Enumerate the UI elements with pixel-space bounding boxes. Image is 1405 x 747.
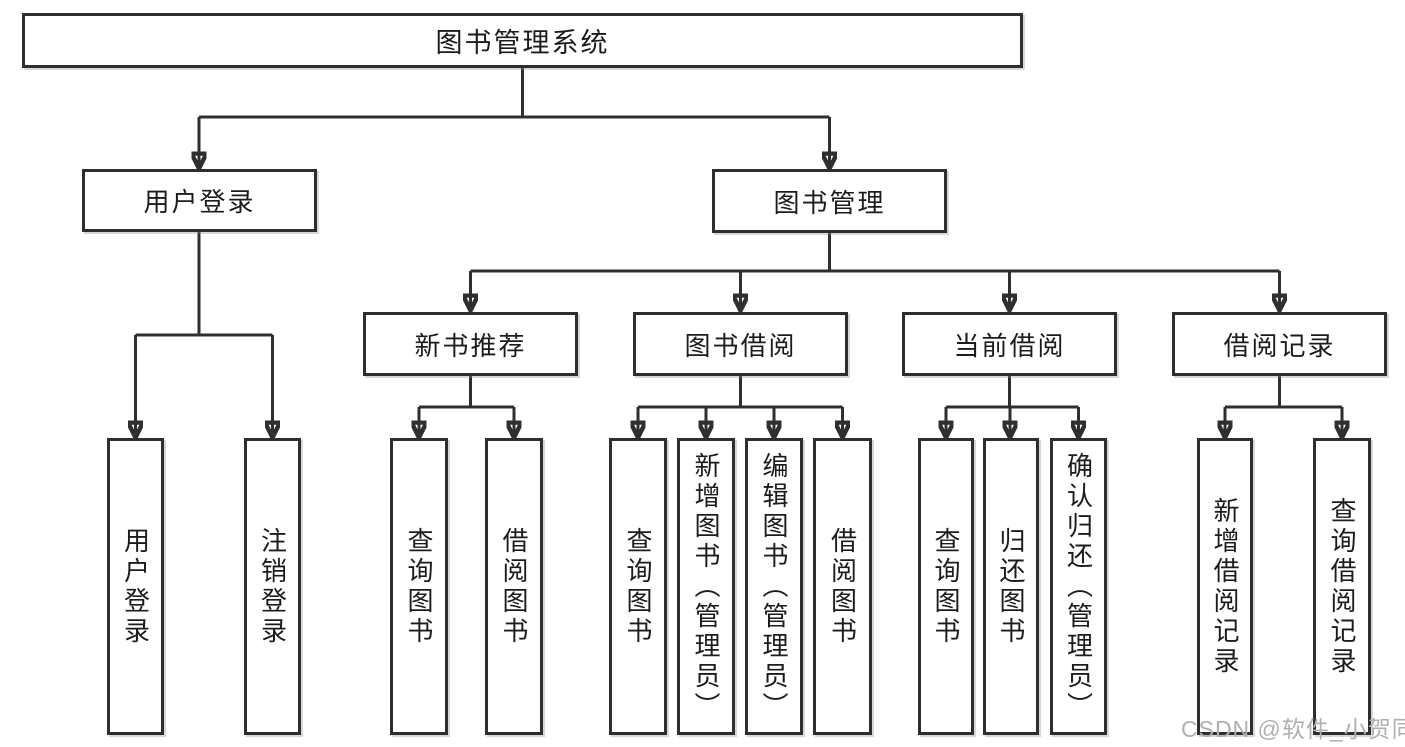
node-new-book-recommend: 新书推荐 — [363, 312, 578, 376]
node-current-borrow: 当前借阅 — [902, 312, 1117, 376]
node-borrow-records: 借阅记录 — [1172, 312, 1387, 376]
connector-skeleton — [135, 68, 1342, 409]
node-user-login: 用户登录 — [82, 169, 317, 232]
csdn-watermark: CSDN @软件_小贺同学 — [1181, 716, 1405, 742]
node-book-management: 图书管理 — [712, 169, 947, 233]
leaf-logout: 注销登录 — [244, 438, 301, 735]
leaf-query-books-recommend: 查询图书 — [390, 438, 448, 735]
leaf-borrow-books-recommend: 借阅图书 — [485, 438, 543, 735]
node-root-system: 图书管理系统 — [22, 13, 1023, 68]
leaf-add-book-admin: 新增图书（管理员） — [677, 438, 735, 735]
node-book-borrow: 图书借阅 — [633, 312, 848, 376]
leaf-add-borrow-record: 新增借阅记录 — [1197, 438, 1253, 735]
leaf-borrow-books: 借阅图书 — [813, 438, 872, 735]
leaf-edit-book-admin: 编辑图书（管理员） — [745, 438, 803, 735]
leaf-return-book: 归还图书 — [983, 438, 1039, 735]
leaf-query-borrow-record: 查询借阅记录 — [1313, 438, 1371, 735]
leaf-confirm-return-admin: 确认归还（管理员） — [1050, 438, 1107, 735]
leaf-query-books-borrow: 查询图书 — [609, 438, 667, 735]
leaf-user-login: 用户登录 — [107, 438, 164, 735]
leaf-query-books-current: 查询图书 — [918, 438, 974, 735]
